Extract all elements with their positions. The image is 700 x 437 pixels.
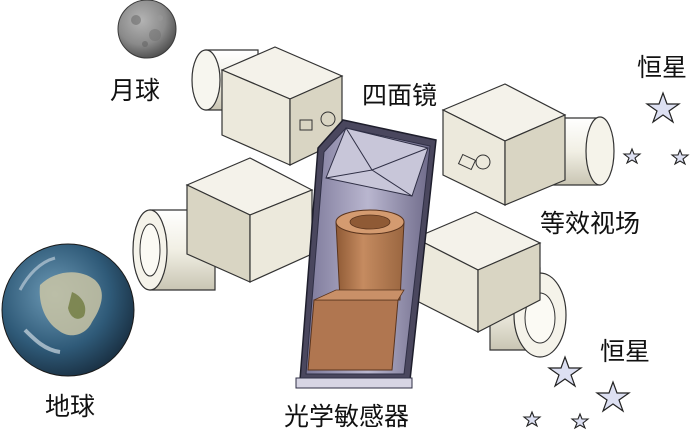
moon-label: 月球: [110, 76, 160, 105]
star-icons-bottom: [522, 355, 631, 430]
star-icon: [595, 380, 631, 413]
camera-unit-bottom-right: [413, 211, 567, 358]
camera-unit-left: [132, 157, 314, 291]
optical-sensor-label: 光学敏感器: [284, 402, 409, 431]
earth-icon: [1, 243, 135, 377]
moon-icon: [117, 0, 177, 59]
star-label-top: 恒星: [637, 53, 687, 82]
star-icon: [622, 147, 642, 165]
star-label-bottom: 恒星: [600, 337, 650, 366]
star-icons-top: [622, 91, 690, 166]
star-icon: [547, 355, 583, 388]
star-icon: [570, 412, 590, 430]
star-icon: [670, 148, 690, 166]
star-icon: [522, 410, 542, 428]
earth-label: 地球: [45, 392, 95, 421]
four-mirror-label: 四面镜: [362, 81, 437, 110]
equivalent-fov-label: 等效视场: [540, 209, 640, 238]
camera-unit-top-right: [441, 83, 615, 206]
star-icon: [645, 91, 681, 124]
optical-sensor-body: [295, 119, 437, 389]
